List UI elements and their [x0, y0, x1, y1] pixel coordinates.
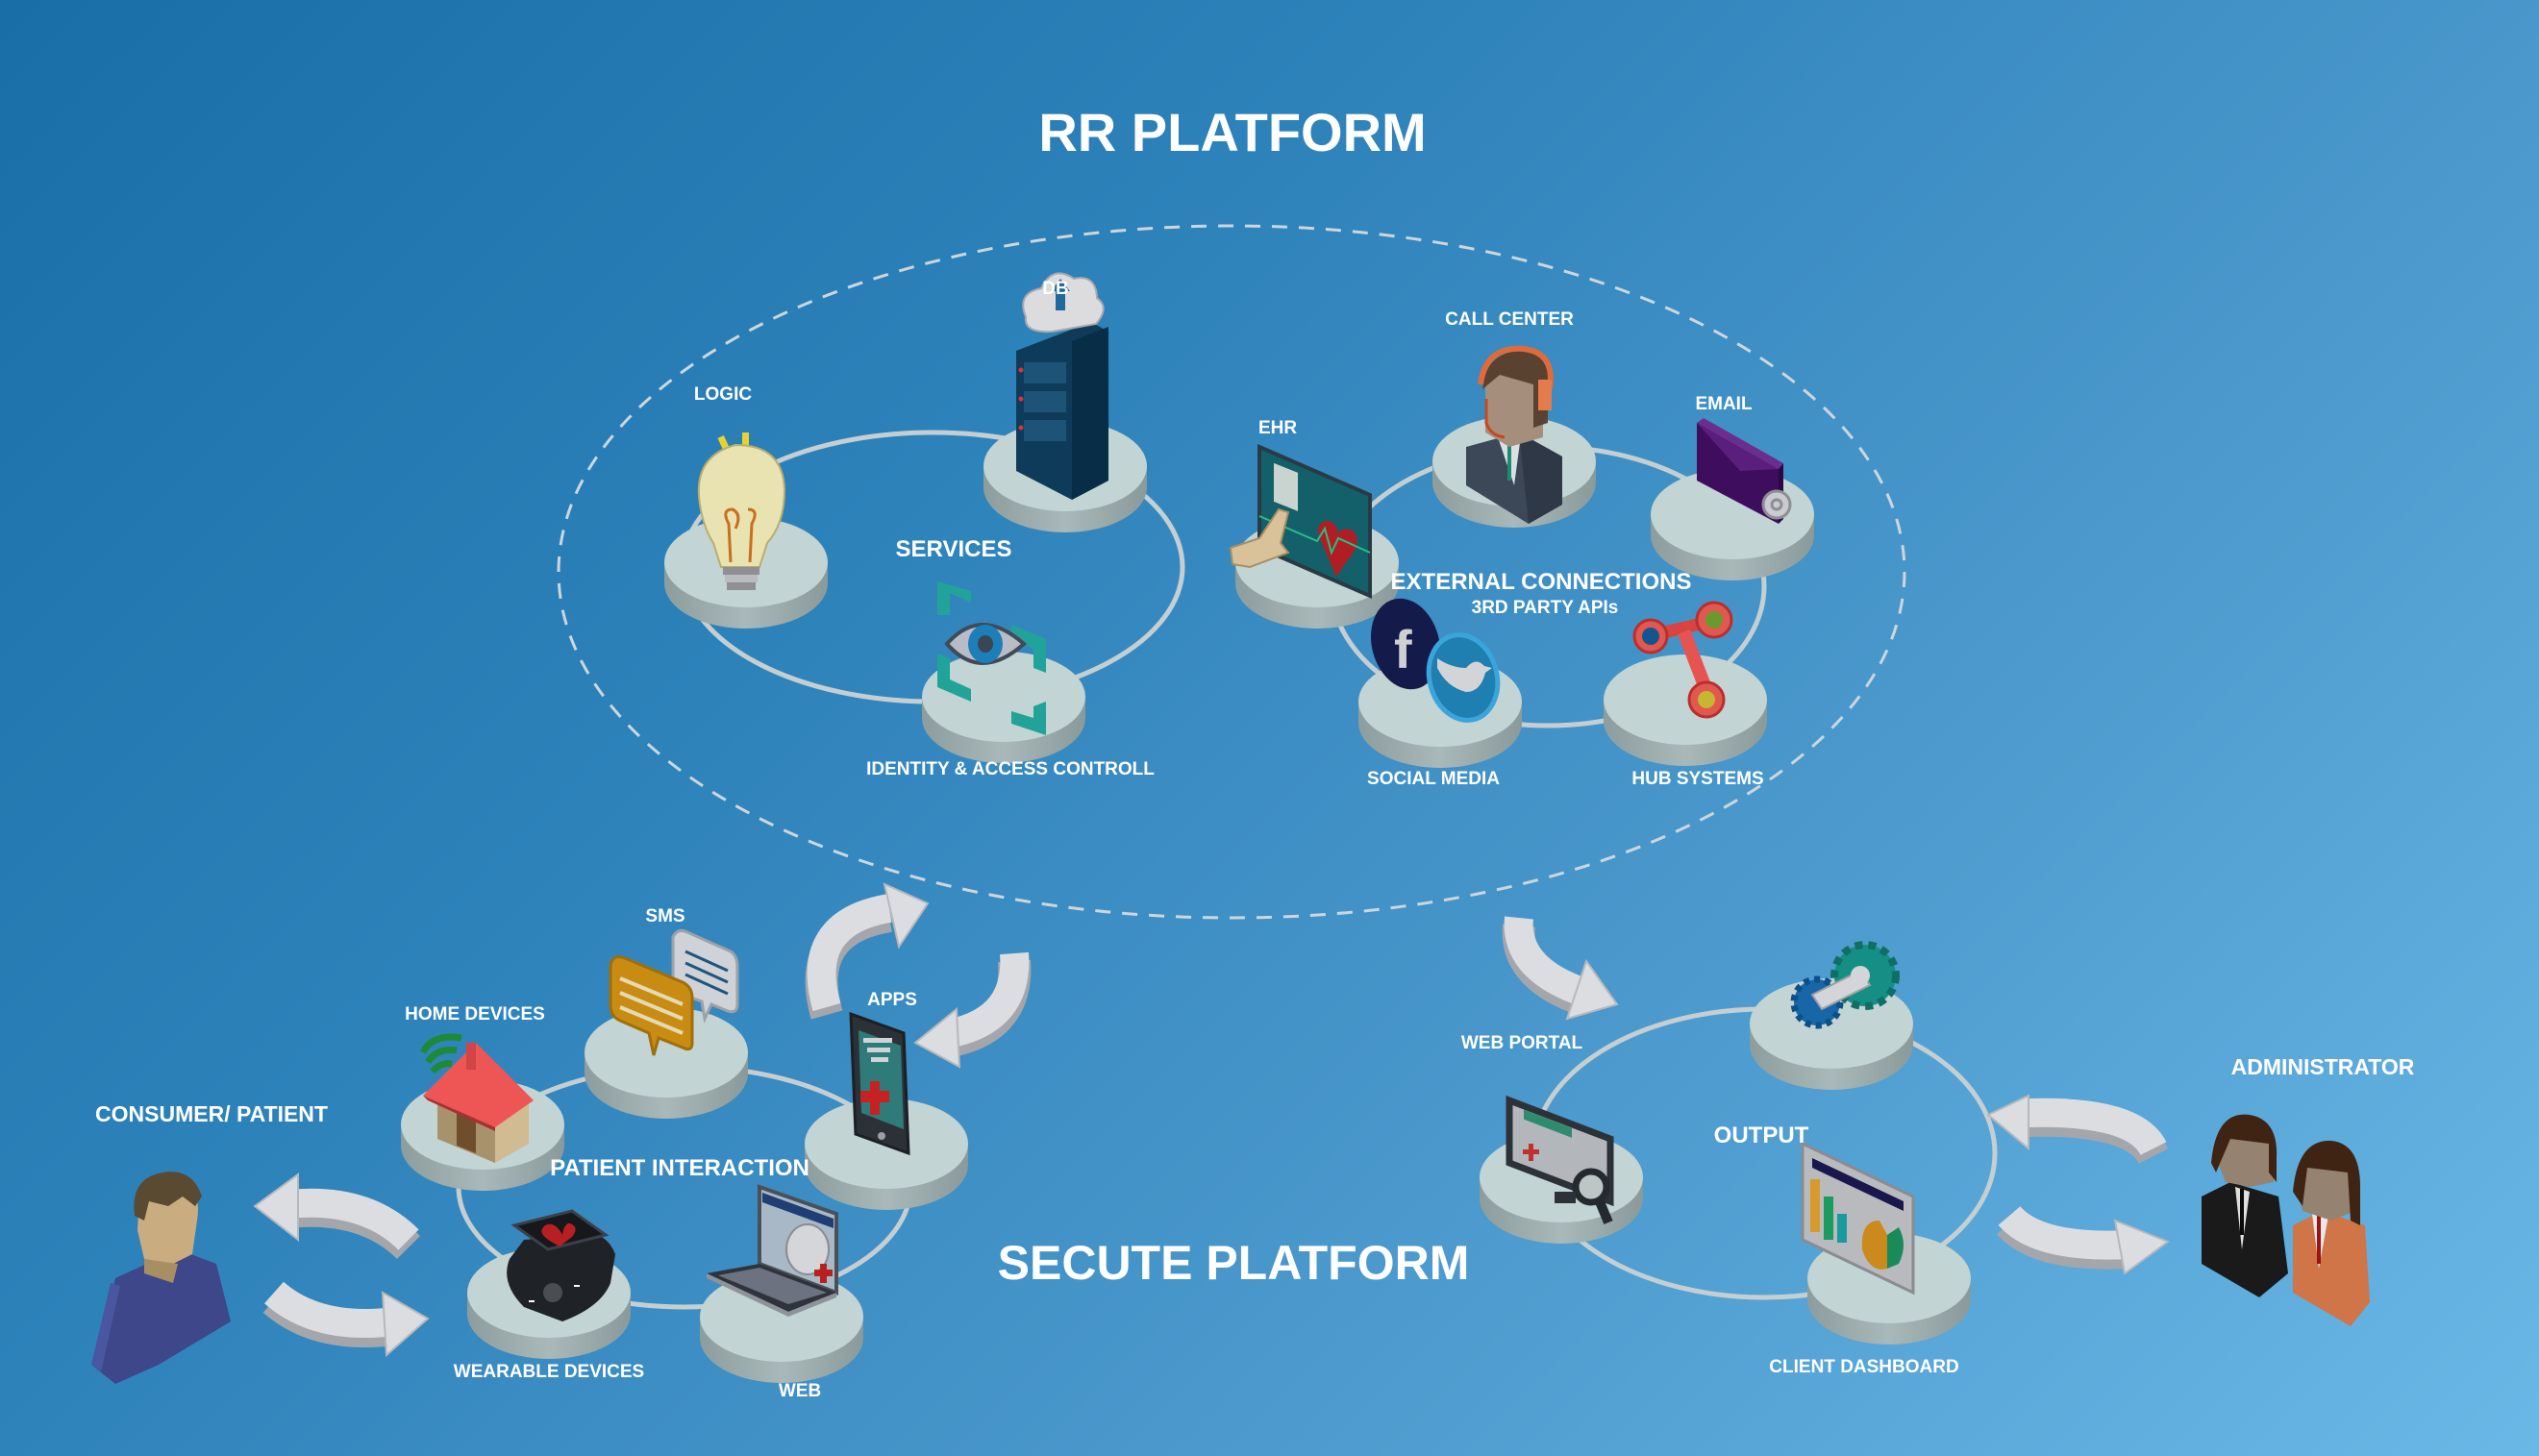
headset-agent-icon [1466, 345, 1562, 524]
consumer-patient-label: CONSUMER/ PATIENT [95, 1101, 328, 1126]
platform-apps [805, 1098, 968, 1210]
patient-avatar-icon [91, 1172, 231, 1384]
platform-hub-systems [1604, 654, 1767, 766]
smart-home-icon [419, 1033, 534, 1163]
administrators-avatar-icon [2202, 1114, 2370, 1326]
laptop-globe-icon [707, 1184, 838, 1317]
smartphone-medical-icon [849, 1011, 910, 1156]
gears-icon [1790, 941, 1900, 1029]
node-label-identity: IDENTITY & ACCESS CONTROLL [866, 759, 1155, 779]
flow-arrows [253, 882, 2171, 1358]
node-label-email: EMAIL [1695, 394, 1753, 414]
node-label-sms: SMS [645, 906, 685, 926]
envelope-at-icon [1697, 418, 1792, 524]
rr-platform-title: RR PLATFORM [1038, 102, 1427, 162]
secute-platform-title: SECUTE PLATFORM [997, 1236, 1470, 1290]
eye-scan-icon [937, 581, 1046, 735]
node-label-db: DB [1042, 279, 1069, 299]
arrow-up-to-rr [805, 882, 930, 1020]
server-cloud-icon [1016, 272, 1108, 500]
arrow-down-from-rr [913, 951, 1032, 1069]
node-label-home-devices: HOME DEVICES [405, 1004, 545, 1024]
administrator-label: ADMINISTRATOR [2230, 1054, 2415, 1079]
smartwatch-heart-icon [507, 1209, 615, 1321]
arrow-to-web-portal [1502, 916, 1619, 1021]
dashboard-chart-icon [1801, 1141, 1915, 1296]
node-label-logic: LOGIC [693, 384, 753, 405]
chat-bubbles-icon [609, 928, 739, 1056]
node-label-call-center: CALL CENTER [1445, 309, 1574, 330]
node-label-client-dashboard: CLIENT DASHBOARD [1769, 1357, 1959, 1377]
node-label-apps: APPS [867, 990, 917, 1010]
node-label-wearable: WEARABLE DEVICES [453, 1362, 645, 1382]
monitor-search-icon [1506, 1095, 1614, 1224]
node-label-social-media: SOCIAL MEDIA [1367, 769, 1500, 789]
services-group-label: SERVICES [895, 536, 1012, 562]
node-label-web: WEB [778, 1381, 822, 1401]
svg-text:f: f [1394, 619, 1412, 679]
external-group-label: EXTERNAL CONNECTIONS [1390, 569, 1692, 595]
rr-platform-boundary [557, 224, 1906, 920]
external-group-sublabel: 3RD PARTY APIs [1471, 598, 1619, 618]
output-group-label: OUTPUT [1713, 1123, 1809, 1148]
arrow-to-consumer [253, 1172, 421, 1260]
arrow-to-output [1986, 1094, 2169, 1165]
ehr-monitor-icon [1229, 443, 1372, 600]
arrow-to-administrator [1997, 1205, 2171, 1275]
hub-network-icon [1632, 601, 1733, 719]
node-label-hub-systems: HUB SYSTEMS [1631, 769, 1764, 789]
lightbulb-icon [697, 432, 786, 590]
platform-sms [585, 1007, 748, 1119]
facebook-twitter-icon: f [1370, 598, 1501, 723]
node-label-web-portal: WEB PORTAL [1460, 1033, 1583, 1053]
node-label-ehr: EHR [1257, 418, 1298, 438]
patient-interaction-label: PATIENT INTERACTION [550, 1155, 809, 1181]
arrow-to-patient-interaction [262, 1281, 430, 1358]
